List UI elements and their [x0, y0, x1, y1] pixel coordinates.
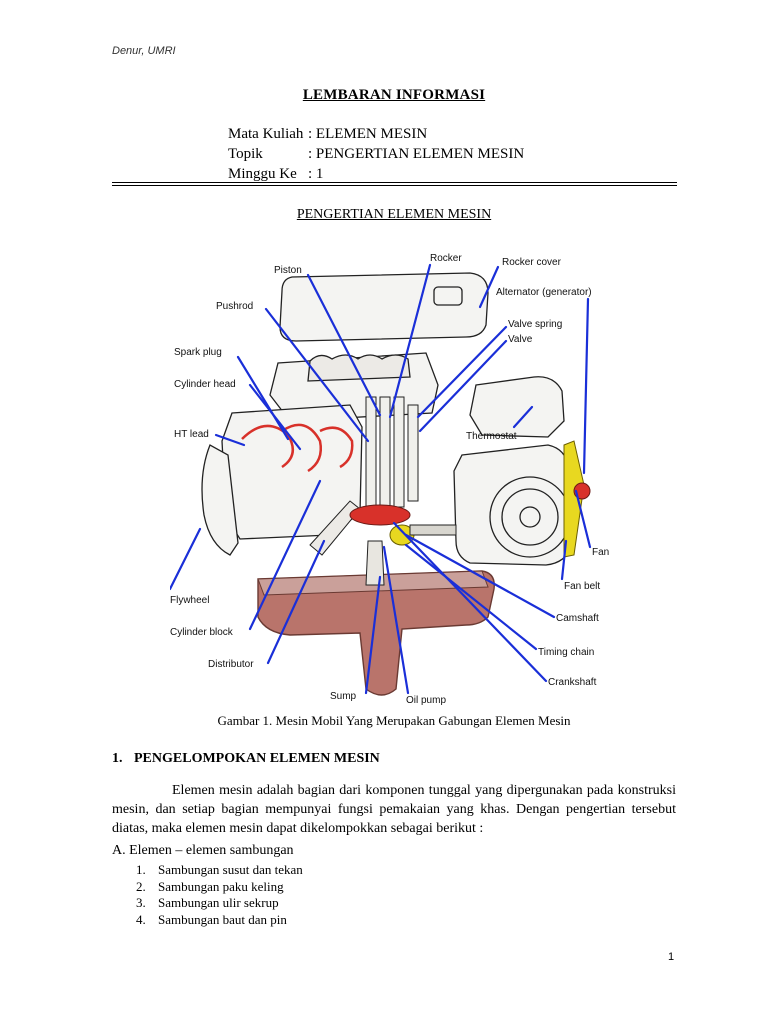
label-oil-pump: Oil pump	[406, 695, 446, 706]
label-distributor: Distributor	[208, 659, 254, 670]
label-fan-belt: Fan belt	[564, 581, 600, 592]
section-heading: 1. PENGELOMPOKAN ELEMEN MESIN	[112, 751, 380, 767]
list-item: 1. Sambungan susut dan tekan	[136, 862, 303, 879]
list-item: 2. Sambungan paku keling	[136, 879, 303, 896]
meta-key: Topik	[228, 146, 263, 162]
section-title: PENGELOMPOKAN ELEMEN MESIN	[134, 751, 380, 766]
leader-lines	[168, 263, 592, 695]
figure-caption: Gambar 1. Mesin Mobil Yang Merupakan Gab…	[217, 713, 571, 728]
meta-value: 1	[315, 166, 324, 182]
meta-key: Minggu Ke	[228, 166, 297, 182]
list-item: 4. Sambungan baut dan pin	[136, 912, 303, 929]
header-author: Denur, UMRI	[112, 45, 176, 57]
label-timing-chain: Timing chain	[538, 647, 594, 658]
label-cylinder-block: Cylinder block	[170, 627, 234, 638]
label-camshaft: Camshaft	[556, 613, 599, 624]
meta-row-topic: Topik: PENGERTIAN ELEMEN MESIN	[228, 146, 524, 163]
subheading-a: A. Elemen – elemen sambungan	[112, 843, 294, 858]
crankshaft-assembly	[349, 504, 457, 546]
label-rocker: Rocker	[430, 253, 462, 264]
label-alternator: Alternator (generator)	[496, 287, 592, 298]
label-piston: Piston	[274, 265, 302, 276]
label-sump: Sump	[330, 691, 357, 702]
engine-illustration: Rocker Piston Rocker cover Alternator (g…	[168, 253, 609, 706]
meta-value: PENGERTIAN ELEMEN MESIN	[315, 146, 525, 162]
meta-row-week: Minggu Ke: 1	[228, 166, 323, 183]
oil-pump-pickup	[365, 540, 385, 586]
list-item-number: 2.	[136, 878, 146, 894]
section-number: 1.	[112, 751, 123, 766]
label-thermostat: Thermostat	[466, 431, 517, 442]
list-item-text: Sambungan ulir sekrup	[158, 895, 279, 910]
label-fan: Fan	[592, 547, 609, 558]
engine-figure: Rocker Piston Rocker cover Alternator (g…	[168, 245, 618, 707]
label-flywheel: Flywheel	[170, 595, 209, 606]
label-rocker-cover: Rocker cover	[502, 257, 562, 268]
header-rule-top	[112, 182, 677, 183]
header-rule-bottom	[112, 185, 677, 186]
label-cylinder-head: Cylinder head	[174, 379, 236, 390]
label-ht-lead: HT lead	[174, 429, 209, 440]
meta-sep: :	[308, 146, 313, 162]
list-item-number: 3.	[136, 895, 146, 910]
meta-key: Mata Kuliah	[228, 126, 304, 142]
list-item-number: 4.	[136, 911, 146, 927]
page-number: 1	[668, 951, 675, 963]
label-spark-plug: Spark plug	[174, 347, 222, 358]
label-pushrod: Pushrod	[216, 301, 253, 312]
joint-list: 1. Sambungan susut dan tekan 2. Sambungan …	[136, 862, 303, 928]
list-item: 3. Sambungan ulir sekrup	[136, 895, 303, 912]
body-paragraph-text: Elemen mesin adalah bagian dari komponen…	[112, 783, 676, 836]
figure-labels: Rocker Piston Rocker cover Alternator (g…	[170, 253, 609, 706]
section-subtitle: PENGERTIAN ELEMEN MESIN	[296, 207, 492, 222]
label-valve: Valve	[508, 334, 533, 345]
list-item-text: Sambungan paku keling	[158, 878, 284, 894]
fan-belt-highlight	[563, 440, 585, 558]
document-title: LEMBARAN INFORMASI	[302, 87, 486, 103]
meta-row-course: Mata Kuliah: ELEMEN MESIN	[228, 126, 427, 143]
oil-sump	[257, 570, 495, 696]
list-item-text: Sambungan susut dan tekan	[158, 862, 303, 877]
list-item-number: 1.	[136, 862, 146, 877]
label-valve-spring: Valve spring	[508, 319, 562, 330]
meta-sep: :	[308, 126, 313, 142]
label-crankshaft: Crankshaft	[548, 677, 597, 688]
body-paragraph: Elemen mesin adalah bagian dari komponen…	[112, 781, 676, 838]
meta-sep: :	[308, 166, 313, 182]
meta-value: ELEMEN MESIN	[315, 126, 428, 142]
list-item-text: Sambungan baut dan pin	[158, 911, 287, 927]
